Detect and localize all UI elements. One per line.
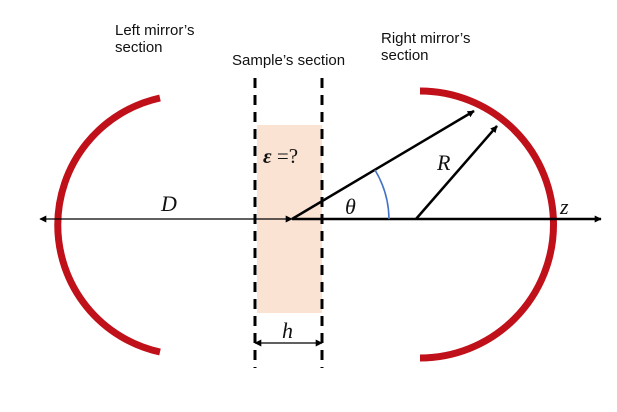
- z-axis-label: z: [560, 194, 569, 219]
- left-mirror-label: Left mirror’s section: [115, 22, 195, 56]
- ray-line: [291, 109, 475, 221]
- right-mirror-label: Right mirror’s section: [381, 30, 471, 64]
- thickness-h-label: h: [282, 318, 293, 343]
- permittivity-label: ε =?: [263, 145, 298, 167]
- radius-R-label: R: [437, 150, 451, 175]
- sample-section-label: Sample’s section: [232, 52, 346, 69]
- left-mirror: [54, 94, 161, 356]
- theta-angle-arc: [374, 169, 390, 220]
- epsilon-symbol: ε: [263, 144, 272, 168]
- epsilon-unknown: =?: [271, 144, 299, 168]
- right-mirror: [419, 87, 557, 362]
- distance-D-label: D: [161, 191, 177, 216]
- theta-label: θ: [345, 194, 356, 219]
- radius-R-line: [415, 125, 498, 220]
